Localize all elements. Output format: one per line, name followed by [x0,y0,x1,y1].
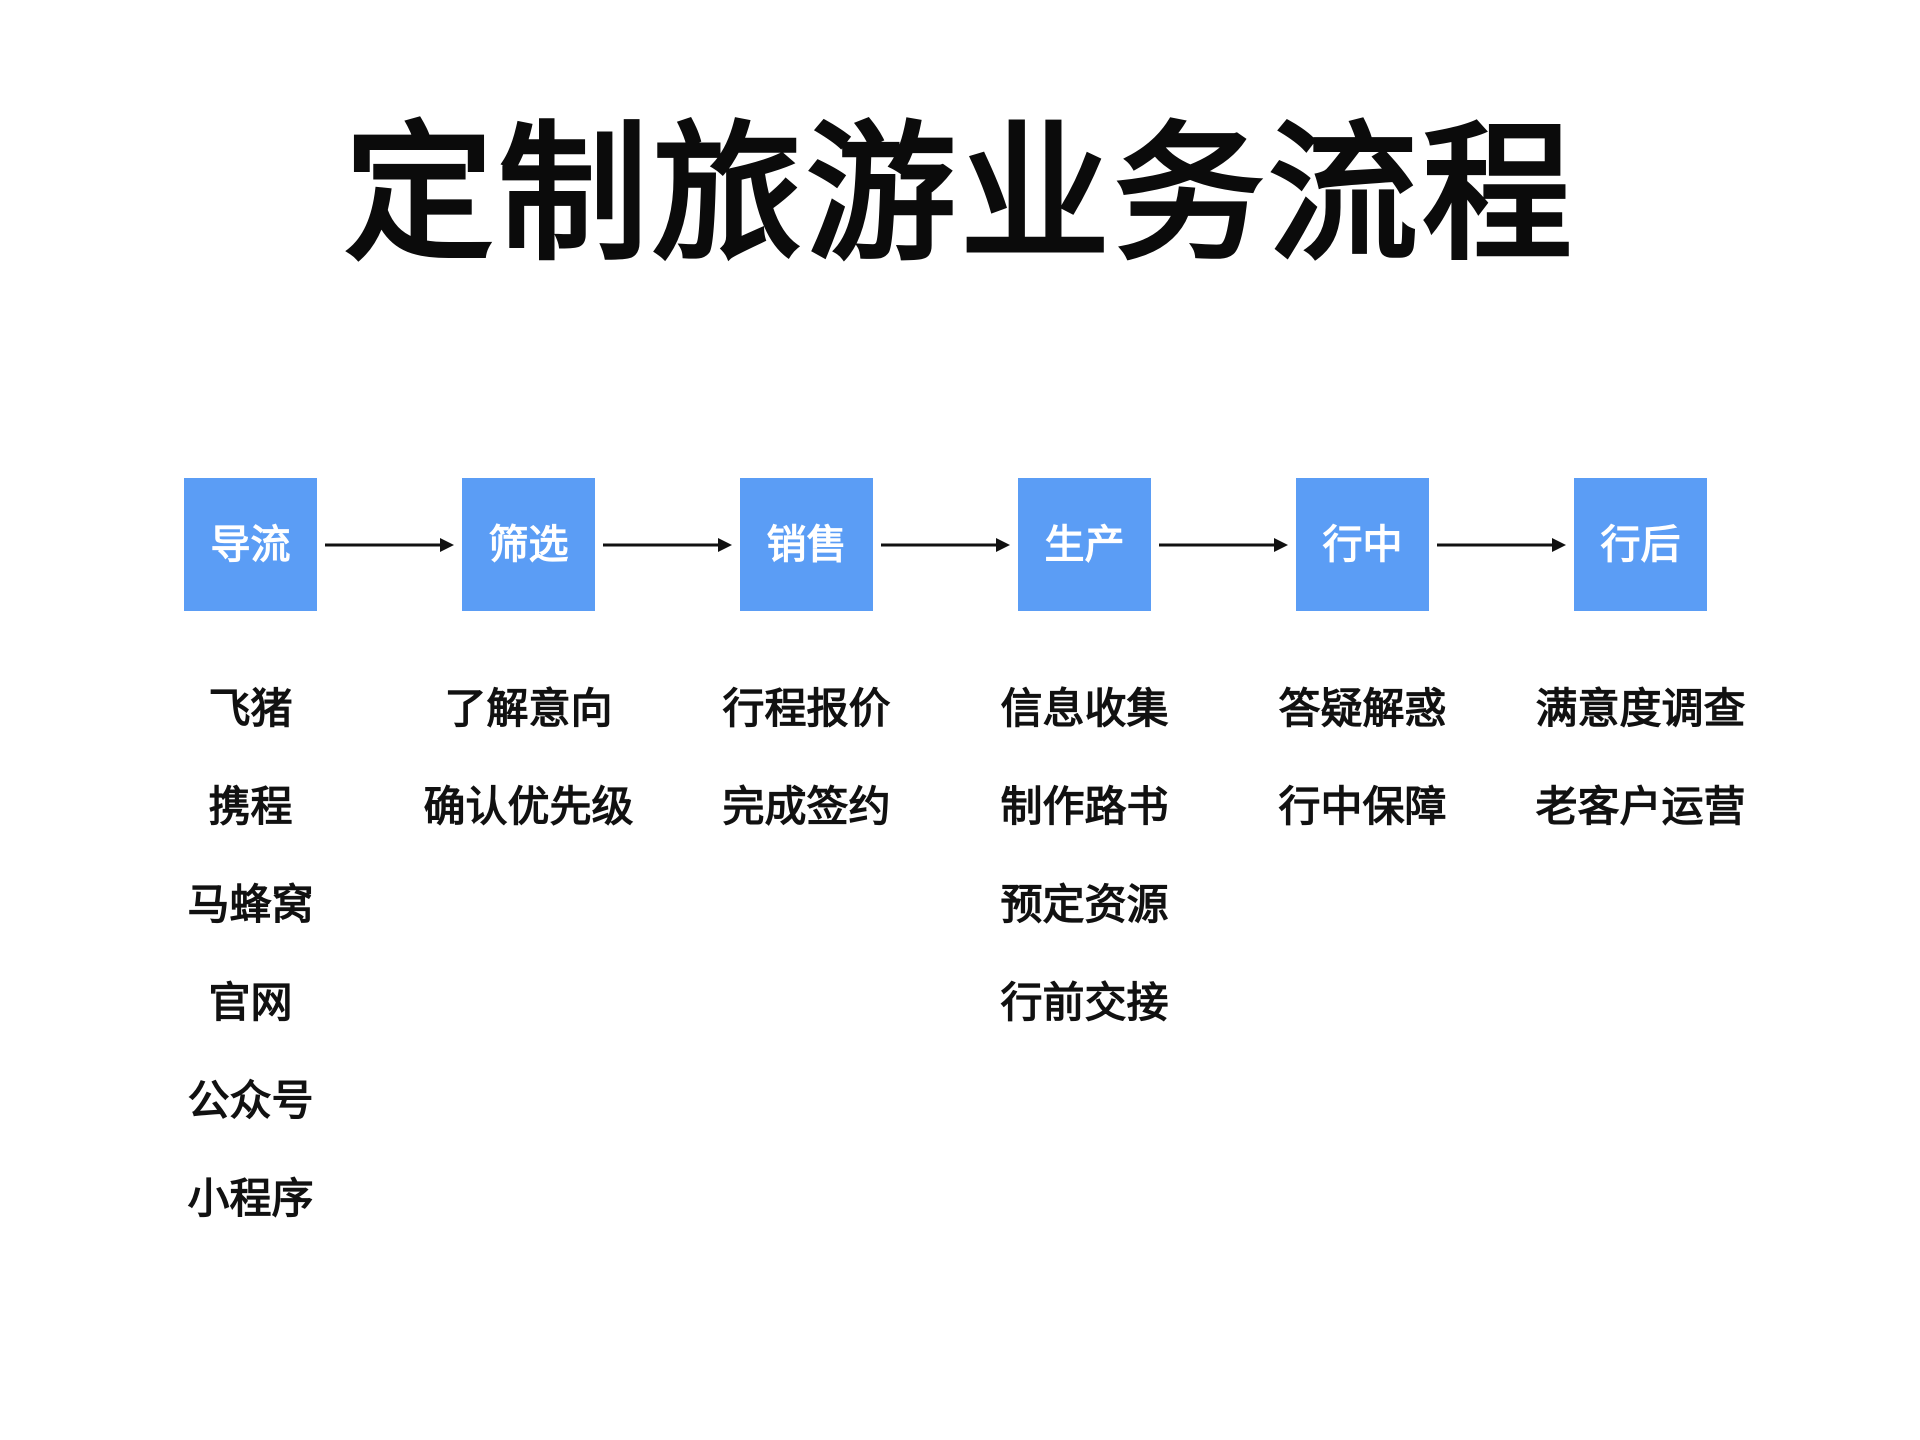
stage-label: 筛选 [488,521,569,568]
arrow-right-icon [603,538,732,552]
stage-item: 制作路书 [1000,782,1169,831]
stage-box: 行后 [1574,478,1707,611]
arrow-right-icon [1437,538,1566,552]
arrow-right-icon [325,538,454,552]
stage-item: 了解意向 [444,684,613,733]
stage-item: 满意度调查 [1535,684,1746,733]
stage-label: 行后 [1600,521,1681,568]
stage-item: 行前交接 [1000,978,1169,1027]
arrow-right-icon [1159,538,1288,552]
stage-box: 生产 [1018,478,1151,611]
stage-item-list: 行程报价完成签约 [687,660,927,856]
stage-item: 行中保障 [1278,782,1447,831]
stage-item: 公众号 [187,1076,314,1125]
stage-item-list: 答疑解惑行中保障 [1243,660,1483,856]
stage-item: 老客户运营 [1535,782,1746,831]
stage-item: 完成签约 [722,782,891,831]
stage-label: 生产 [1044,521,1125,568]
stage-label: 导流 [210,521,291,568]
stage-item-list: 信息收集制作路书预定资源行前交接 [965,660,1205,1052]
stage-box: 行中 [1296,478,1429,611]
stage-item-list: 了解意向确认优先级 [409,660,649,856]
stage-item-list: 满意度调查老客户运营 [1521,660,1761,856]
stage-box: 销售 [740,478,873,611]
page-title: 定制旅游业务流程 [343,108,1576,282]
stage-label: 行中 [1322,521,1403,568]
stage-box: 筛选 [462,478,595,611]
stage-item: 行程报价 [722,684,891,733]
stage-item: 确认优先级 [423,782,634,831]
stage-label: 销售 [766,521,847,568]
stage-item: 携程 [208,782,293,831]
stage-item: 信息收集 [1000,684,1169,733]
stage-item: 官网 [208,978,293,1027]
stage-item: 预定资源 [1000,880,1169,929]
stage-item: 马蜂窝 [187,880,314,929]
stage-item: 答疑解惑 [1278,684,1447,733]
stage-item: 小程序 [187,1174,314,1223]
stage-item: 飞猪 [208,684,293,733]
stage-box: 导流 [184,478,317,611]
stage-item-list: 飞猪携程马蜂窝官网公众号小程序 [131,660,371,1248]
arrow-right-icon [881,538,1010,552]
